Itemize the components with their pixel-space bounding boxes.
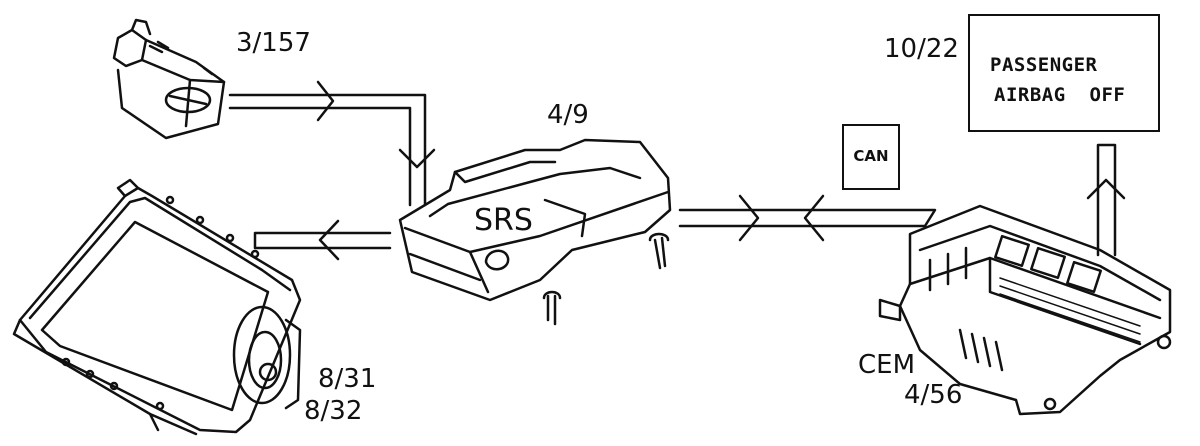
can-bus-box: CAN xyxy=(842,124,900,190)
indicator-ref-label: 10/22 xyxy=(884,34,959,64)
airbag-ref-label-b: 8/32 xyxy=(304,396,363,426)
arrow-srs-to-cem xyxy=(678,194,937,242)
arrow-switch-to-srs xyxy=(228,80,436,207)
cem-ref-label: 4/56 xyxy=(904,380,963,410)
srs-ref-label: 4/9 xyxy=(547,100,589,130)
arrow-srs-to-airbag xyxy=(253,219,392,261)
indicator-line-1: PASSENGER xyxy=(990,54,1098,76)
can-bus-label: CAN xyxy=(853,147,889,165)
indicator-line-2: AIRBAG OFF xyxy=(994,84,1126,106)
airbag-module-icon xyxy=(12,178,302,436)
srs-module-label: SRS xyxy=(474,203,533,238)
cem-module-label: CEM xyxy=(858,350,916,380)
airbag-ref-label-a: 8/31 xyxy=(318,364,377,394)
arrow-cem-to-indicator xyxy=(1086,143,1126,257)
cem-module-icon xyxy=(878,204,1172,416)
switch-ref-label: 3/157 xyxy=(236,28,311,58)
srs-module-icon xyxy=(398,138,672,326)
indicator-panel xyxy=(968,14,1160,132)
airbag-switch-icon xyxy=(112,18,226,140)
